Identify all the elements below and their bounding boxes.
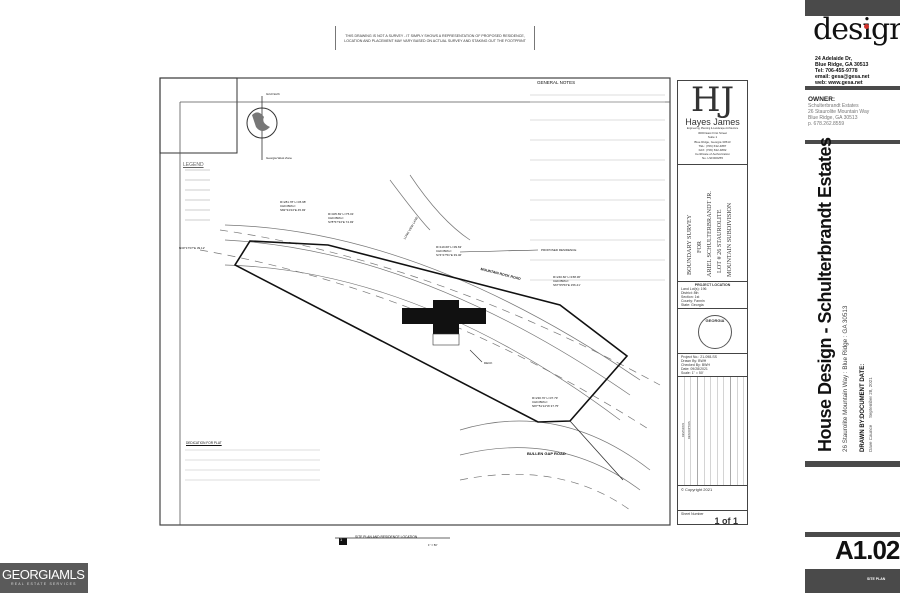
drawn-by-label: DRAWN BY:	[860, 417, 866, 452]
info-line: Drawn By: BWH	[681, 358, 707, 363]
address-line: Blue Ridge, GA 30513	[815, 62, 869, 68]
project-location-title: PROJECT LOCATION	[694, 282, 731, 287]
deck-label: DECK	[484, 361, 493, 365]
address-line: 3000 East First Street	[697, 131, 727, 136]
location-line: Section: 1st	[681, 294, 700, 299]
address-line: Tel: 706-455-9778	[815, 68, 858, 74]
info-line: Scale: 1" = 50'	[681, 370, 704, 375]
curve-label: R=119.68' L=39.63' CHD.BRG= S74°27'51"E …	[436, 245, 462, 257]
address-line: email: gesa@gesa.net	[815, 74, 870, 80]
curve-label: R=405.69' L=75.01' CHD.BRG= S78°57'34"E …	[328, 212, 355, 224]
surveyor-seal: GEORGIA	[678, 307, 747, 353]
north-label: Grid North	[266, 92, 280, 96]
drawing-scale: 1" = 50'	[428, 543, 438, 547]
info-line: Date: 09/28/2021	[681, 366, 708, 371]
zone-label: Georgia West Zone	[266, 156, 292, 160]
title-line: ARIEL SCHULTERBRANDT JR.	[706, 190, 713, 277]
seal-text: GEORGIA	[698, 314, 732, 349]
georgia-mls-watermark: GEORGIAMLS REAL ESTATE SERVICES	[0, 563, 88, 593]
project-title: House Design - Schulterbrandt Estates	[815, 137, 835, 452]
vicinity-box	[159, 77, 238, 154]
watermark-tagline: REAL ESTATE SERVICES	[11, 582, 77, 586]
owner-line: Schulterbrandt Estates	[808, 103, 859, 109]
sheet-number: Sheet Number 1 of 1	[678, 509, 747, 527]
sheet-name: SITE PLAN	[867, 577, 886, 581]
sheet-number-value: 1 of 1	[714, 515, 738, 526]
address-line: Suite 1	[707, 135, 718, 140]
legend-title: LEGEND	[183, 162, 204, 168]
proposed-residence-label: PROPOSED RESIDENCE	[541, 248, 577, 252]
survey-title: BOUNDARY SURVEY FOR ARIEL SCHULTERBRANDT…	[678, 163, 747, 281]
road-label: BULLEN GAP ROAD	[527, 451, 566, 456]
address-line: Certificate of Authorization	[694, 152, 731, 157]
sheet-number-label: Sheet Number	[681, 511, 704, 516]
address-line: TEL: (706) 632-4887	[698, 143, 727, 148]
location-line: State: Georgia	[681, 302, 704, 307]
firm-name: Hayes James	[685, 117, 740, 127]
drawing-border	[159, 77, 671, 526]
description-label: DESCRIPTION	[688, 420, 691, 439]
survey-disclaimer: This drawing is not a survey - it simply…	[335, 26, 535, 50]
firm-address: 3000 East First Street Suite 1 Blue Ridg…	[678, 131, 747, 160]
dedication-title: DEDICATION FOR PLAT	[186, 441, 222, 445]
general-notes-title: GENERAL NOTES	[537, 80, 576, 85]
owner-label: OWNER:	[808, 96, 836, 103]
address-line: No. LSF000255	[701, 156, 723, 161]
address-line: Blue Ridge, Georgia 30513	[694, 139, 731, 144]
firm-address: 24 Adelaide Dr, Blue Ridge, GA 30513 Tel…	[815, 56, 869, 86]
curve-label: R=281.78' L=45.98' CHD.BRG= S82°34'24"E …	[280, 200, 307, 212]
bearing-label: N30°17'07"E 39.12'	[179, 246, 205, 250]
curve-label: R=230.70' L=37.79' CHD.BRG= N87°51'14"W …	[532, 396, 559, 408]
caption-number: 1	[340, 537, 343, 542]
copyright-text: © Copyright 2021	[681, 486, 713, 492]
revisions-table: REVISIONS DESCRIPTION	[678, 375, 747, 485]
location-line: District: 8th	[681, 290, 699, 295]
project-address: 26 Staurolite Mountain Way : Blue Ridge …	[842, 305, 849, 452]
hayes-james-logo: HJ	[690, 80, 735, 120]
document-date-label: DOCUMENT DATE:	[860, 363, 866, 418]
location-line: County: Fannin	[681, 298, 705, 303]
project-info: Project No.: 21-098-SS Drawn By: BWH Che…	[678, 352, 747, 376]
revisions-label: REVISIONS	[682, 422, 685, 437]
project-location: PROJECT LOCATION Land Lot(s): 196 Distri…	[678, 280, 747, 308]
north-arrow-icon	[246, 96, 278, 160]
owner-line: Blue Ridge, GA 30513	[808, 115, 858, 121]
location-line: Land Lot(s): 196	[681, 286, 707, 291]
title-line: LOT # 26 STAUROLITE	[716, 209, 723, 273]
logo-dot	[864, 24, 869, 29]
title-line: FOR	[696, 240, 703, 253]
drawing-caption: SITE PLAN AND RESIDENCE LOCATION	[355, 535, 418, 539]
watermark-brand: GEORGIAMLS	[2, 567, 85, 582]
owner-line: 26 Staurolite Mountain Way	[808, 109, 870, 115]
firm-subtitle: Engineering, Planning & Landscape Archit…	[686, 127, 739, 130]
info-line: Checked By: BWH	[681, 362, 710, 367]
document-date: September 28, 2021	[868, 377, 873, 418]
owner-info: OWNER: Schulterbrandt Estates 26 Staurol…	[808, 96, 870, 127]
architect-title-block: design 24 Adelaide Dr, Blue Ridge, GA 30…	[805, 0, 900, 593]
curve-label: R=240.60' L=158.36' CHD.BRG= S67°05'53"E…	[553, 275, 581, 287]
proposed-residence-footprint	[402, 300, 486, 346]
title-line: BOUNDARY SURVEY	[686, 214, 693, 275]
title-line: MOUNTAIN SUBDIVISION	[726, 202, 733, 277]
sheet-number: A1.02	[835, 535, 900, 565]
address-line: web: www.gesa.net	[815, 80, 863, 86]
info-line: Project No.: 21-098-SS	[681, 354, 717, 359]
survey-title-block: HJ Hayes James Engineering, Planning & L…	[677, 80, 748, 527]
drawn-by: Dave Caunce	[868, 424, 873, 452]
owner-line: p. 678.262.8559	[808, 121, 845, 127]
property-boundary	[233, 240, 629, 423]
design-logo: design	[813, 12, 900, 47]
address-line: 24 Adelaide Dr,	[815, 56, 853, 62]
address-line: FAX: (706) 632-4882	[698, 148, 727, 153]
copyright: © Copyright 2021	[678, 484, 747, 510]
